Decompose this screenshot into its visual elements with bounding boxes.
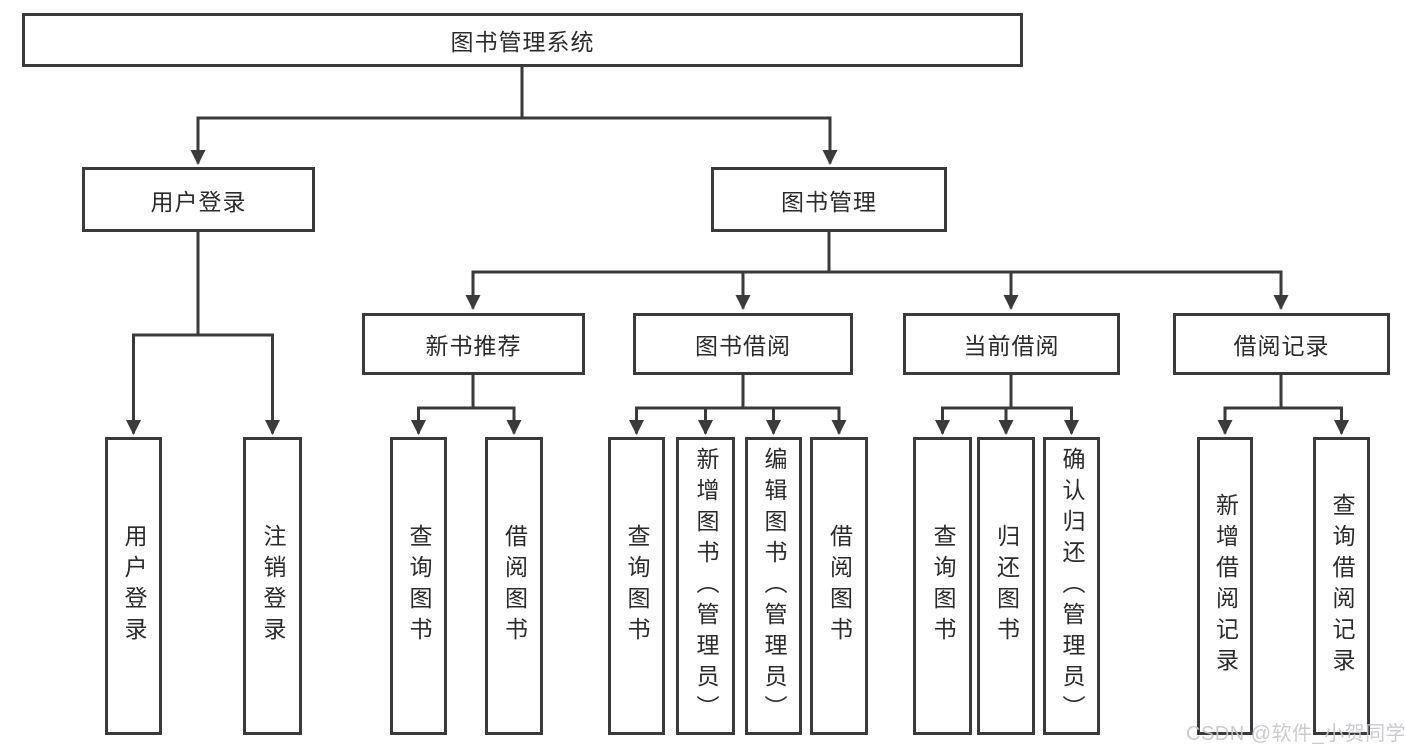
- node-user-login: 用户登录: [82, 167, 315, 232]
- csdn-watermark: CSDN @软件_小贺同学: [1186, 723, 1405, 745]
- leaf-records-query-record: 查询借阅记录: [1313, 437, 1370, 735]
- leaf-borrowing-edit-books-admin: 编辑图书（管理员）: [745, 437, 802, 735]
- node-root-library-system: 图书管理系统: [22, 13, 1023, 67]
- leaf-logout: 注销登录: [243, 437, 302, 735]
- leaf-recommend-borrow-books: 借阅图书: [485, 437, 543, 735]
- leaf-user-login: 用户登录: [105, 437, 162, 735]
- leaf-borrowing-borrow-books: 借阅图书: [810, 437, 868, 735]
- leaf-borrowing-query-books: 查询图书: [608, 437, 665, 735]
- node-book-management: 图书管理: [711, 167, 947, 232]
- leaf-recommend-query-books: 查询图书: [390, 437, 447, 735]
- leaf-current-query-books: 查询图书: [913, 437, 972, 735]
- leaf-current-confirm-return-admin: 确认归还（管理员）: [1043, 437, 1100, 735]
- node-new-book-recommend: 新书推荐: [362, 313, 585, 375]
- node-borrowing-records: 借阅记录: [1173, 313, 1390, 375]
- leaf-borrowing-add-books-admin: 新增图书（管理员）: [676, 437, 735, 735]
- leaf-records-add-record: 新增借阅记录: [1197, 437, 1253, 735]
- leaf-current-return-books: 归还图书: [977, 437, 1035, 735]
- node-book-borrowing: 图书借阅: [633, 313, 853, 375]
- node-current-borrowing: 当前借阅: [903, 313, 1120, 375]
